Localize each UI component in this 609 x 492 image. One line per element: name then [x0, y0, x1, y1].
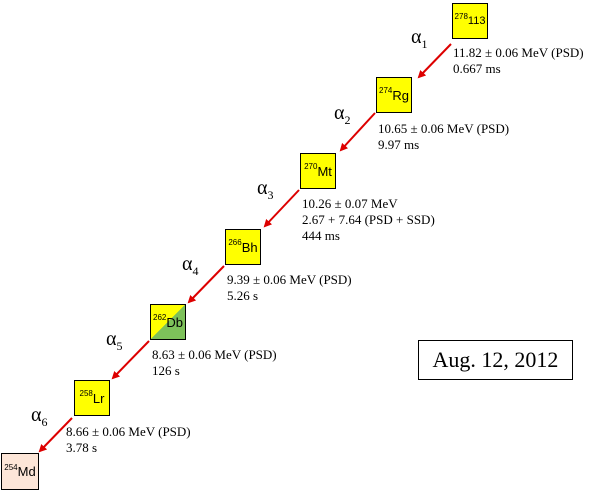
nuclide-symbol: Md [17, 464, 36, 479]
decay-energy: 9.39 ± 0.06 MeV (PSD) [227, 272, 352, 287]
alpha-index: 4 [192, 264, 199, 278]
decay-info-1: 11.82 ± 0.06 MeV (PSD) 0.667 ms [453, 45, 584, 77]
decay-energy: 11.82 ± 0.06 MeV (PSD) [453, 45, 584, 60]
nuclide-symbol: Mt [317, 163, 332, 179]
date-box: Aug. 12, 2012 [418, 340, 573, 380]
decay-energy: 10.26 ± 0.07 MeV [302, 196, 398, 211]
decay-halflife: 444 ms [302, 228, 340, 243]
nuclide-symbol: Rg [392, 87, 409, 103]
alpha-index: 6 [41, 415, 48, 429]
decay-arrow-2 [339, 112, 376, 152]
nuclide-mass: 274 [379, 86, 393, 95]
decay-halflife: 0.667 ms [453, 61, 501, 76]
nuclide-symbol: Bh [241, 239, 258, 255]
nuclide-mass: 258 [79, 389, 93, 398]
alpha-symbol: α [334, 102, 345, 124]
decay-halflife: 5.26 s [227, 288, 259, 303]
nuclide-symbol: Lr [92, 390, 105, 406]
decay-halflife: 3.78 s [66, 440, 98, 455]
nuclide-mass: 254 [4, 462, 18, 472]
decay-arrow-1 [417, 43, 452, 79]
decay-arrow-6 [38, 417, 73, 453]
decay-arrow-5 [111, 340, 150, 380]
nuclide-mass: 262 [153, 313, 167, 322]
alpha-symbol: α [411, 26, 422, 48]
alpha-index: 1 [421, 37, 428, 51]
alpha-label-5: α5 [106, 329, 122, 352]
nuclide-symbol: 113 [467, 14, 486, 27]
decay-halflife: 9.97 ms [378, 137, 420, 152]
decay-info-3: 10.26 ± 0.07 MeV 2.67 + 7.64 (PSD + SSD)… [302, 196, 435, 244]
nuclide-mass: 278 [454, 12, 468, 21]
alpha-symbol: α [257, 177, 268, 199]
alpha-label-6: α6 [31, 405, 47, 428]
decay-info-4: 9.39 ± 0.06 MeV (PSD) 5.26 s [227, 272, 352, 304]
alpha-label-1: α1 [411, 27, 427, 50]
decay-halflife: 126 s [152, 363, 180, 378]
alpha-label-4: α4 [182, 254, 198, 277]
alpha-symbol: α [182, 253, 193, 275]
decay-energy: 8.63 ± 0.06 MeV (PSD) [152, 347, 277, 362]
decay-info-2: 10.65 ± 0.06 MeV (PSD) 9.97 ms [378, 121, 509, 153]
alpha-label-2: α2 [334, 103, 350, 126]
alpha-index: 5 [116, 339, 123, 353]
nuclide-symbol: Db [166, 314, 183, 330]
alpha-index: 3 [267, 188, 274, 202]
alpha-label-3: α3 [257, 178, 273, 201]
alpha-symbol: α [31, 404, 42, 426]
alpha-symbol: α [106, 328, 117, 350]
decay-energy: 8.66 ± 0.06 MeV (PSD) [66, 424, 191, 439]
decay-energy: 10.65 ± 0.06 MeV (PSD) [378, 121, 510, 136]
decay-detector-split: 2.67 + 7.64 (PSD + SSD) [302, 212, 435, 227]
decay-info-6: 8.66 ± 0.06 MeV (PSD) 3.78 s [66, 424, 191, 456]
nuclide-mass: 266 [228, 238, 242, 247]
decay-arrow-3 [263, 189, 300, 228]
decay-info-5: 8.63 ± 0.06 MeV (PSD) 126 s [152, 347, 277, 379]
nuclide-mass: 270 [304, 162, 318, 171]
alpha-index: 2 [344, 113, 351, 127]
decay-arrow-4 [187, 265, 225, 304]
